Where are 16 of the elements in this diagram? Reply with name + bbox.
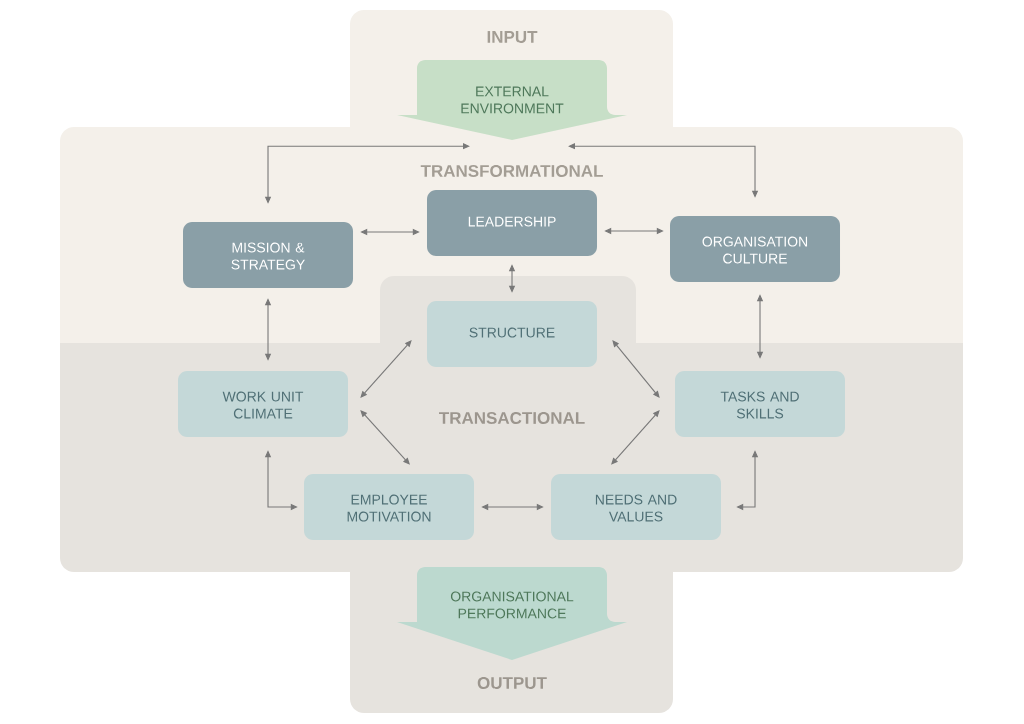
process-box: WORK UNIT CLIMATE (178, 371, 348, 437)
process-box: ORGANISATION CULTURE (670, 216, 840, 282)
section-heading: TRANSACTIONAL (439, 412, 585, 424)
process-box: TASKS AND SKILLS (675, 371, 845, 437)
section-heading: OUTPUT (477, 677, 547, 689)
process-box: NEEDS AND VALUES (551, 474, 721, 540)
arrow (612, 340, 660, 398)
process-box: LEADERSHIP (427, 190, 597, 256)
process-box: MISSION & STRATEGY (183, 222, 353, 288)
arrow (611, 410, 660, 465)
arrow (360, 340, 412, 398)
process-box: EMPLOYEE MOTIVATION (304, 474, 474, 540)
section-heading: INPUT (487, 31, 538, 43)
arrow (360, 410, 410, 465)
process-box: STRUCTURE (427, 301, 597, 367)
section-heading: TRANSFORMATIONAL (420, 165, 603, 177)
